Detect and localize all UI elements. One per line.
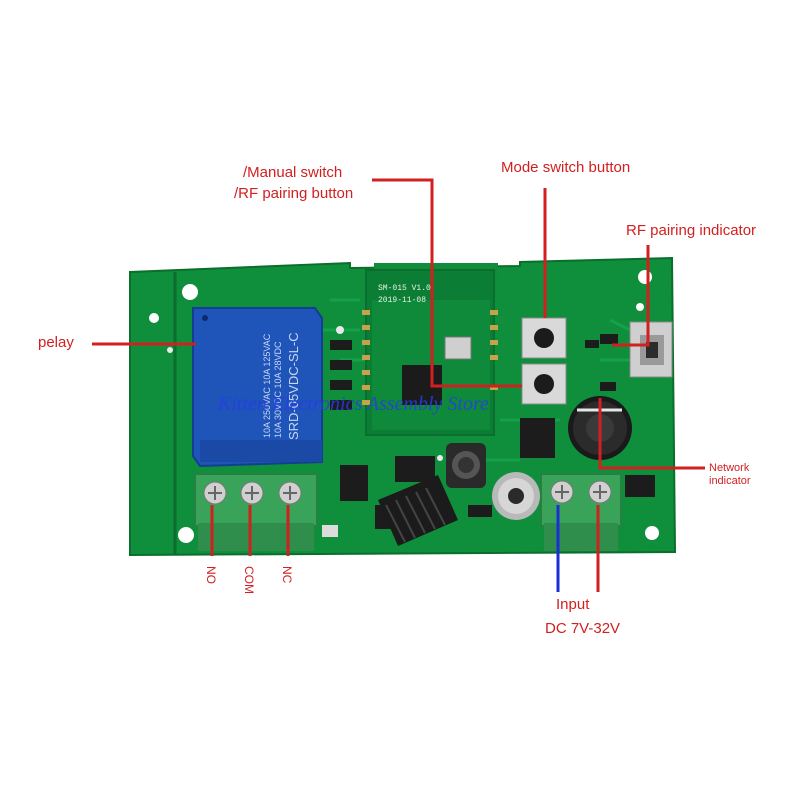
capacitor-small	[492, 472, 540, 520]
watermark-text: Kitten Electronics Assembly Store	[218, 393, 489, 415]
relay-terminal-block	[194, 473, 318, 551]
module-print: SM-015 V1.0	[378, 284, 431, 293]
smd-parts	[322, 334, 655, 537]
manual-switch-label-line2: /RF pairing button	[234, 185, 354, 202]
mount-hole	[149, 313, 159, 323]
relay-label: pelay	[38, 334, 74, 351]
mode-switch-label: Mode switch button	[501, 159, 631, 176]
network-leader	[598, 398, 705, 470]
input-label: Input	[556, 596, 590, 613]
manual-switch-label-line1: /Manual switch	[243, 164, 343, 181]
power-terminal-block	[540, 473, 622, 551]
annotation-lines	[92, 178, 705, 592]
micro-usb-port	[629, 321, 673, 378]
module-print: 2019-11-08	[378, 296, 426, 305]
manual-switch-leader	[372, 178, 522, 388]
mount-hole	[178, 527, 194, 543]
mount-hole	[645, 526, 659, 540]
mount-hole	[638, 270, 652, 284]
wifi-module: SM-015 V1.0 2019-11-08	[362, 269, 498, 436]
network-indicator-label-line2: indicator	[709, 475, 751, 487]
relay-print: 10A 250VAC 10A 125VAC	[262, 333, 272, 438]
antenna-coil	[378, 475, 458, 546]
relay-print: 10A 30VDC 10A 28VDC	[273, 341, 283, 438]
relay: 10A 250VAC 10A 125VAC 10A 30VDC 10A 28VD…	[192, 307, 323, 468]
tact-buttons	[521, 317, 567, 405]
mount-hole	[182, 284, 198, 300]
inductor	[446, 443, 486, 488]
terminal-label-no: NO	[204, 566, 218, 584]
network-indicator-label-line1: Network	[709, 462, 750, 474]
relay-model: SRD-05VDC-SL-C	[286, 332, 301, 440]
rf-indicator-label: RF pairing indicator	[626, 222, 757, 239]
terminal-label-com: COM	[242, 566, 256, 594]
mount-hole	[636, 303, 644, 311]
rf-indicator-leader	[612, 245, 650, 347]
terminal-label-nc: NC	[280, 566, 294, 584]
input-voltage-label: DC 7V-32V	[545, 620, 621, 637]
